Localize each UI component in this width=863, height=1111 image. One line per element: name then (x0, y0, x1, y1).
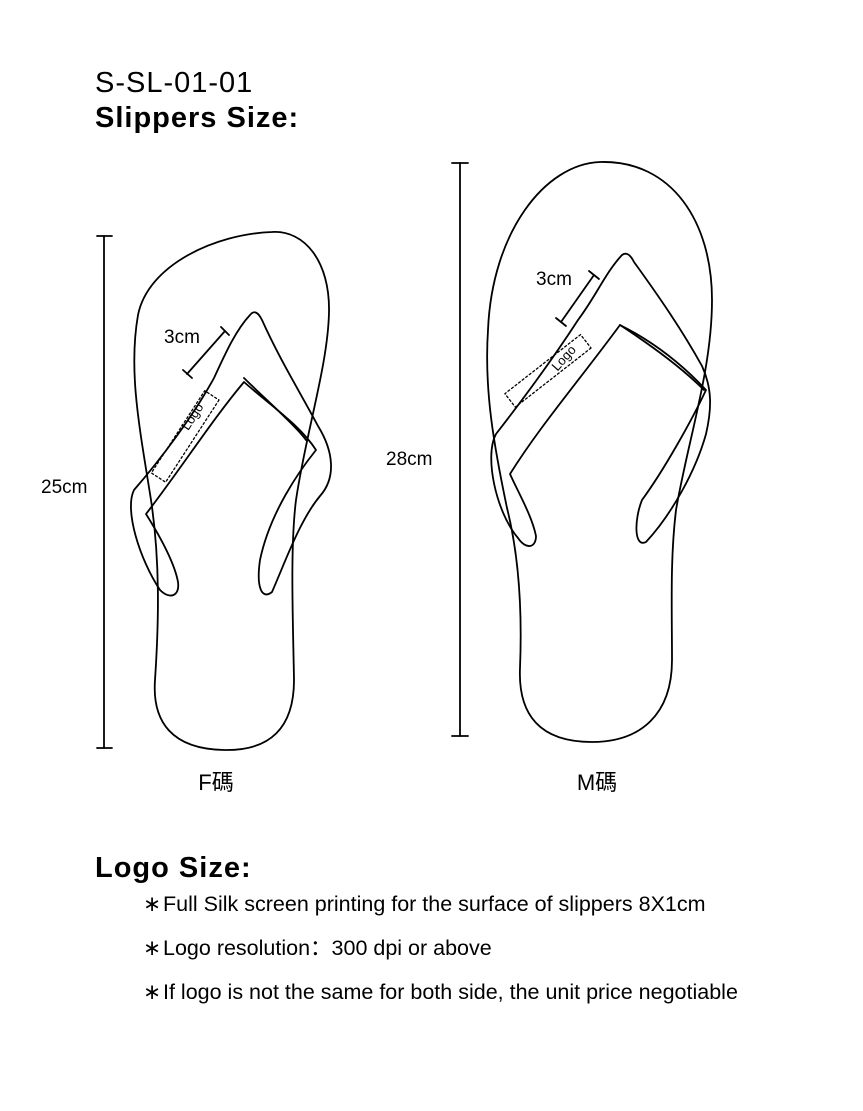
strap-outer-large (490, 252, 711, 547)
strap-dimension-small (182, 326, 230, 379)
length-label-small: 25cm (41, 477, 87, 498)
slippers-size-heading: Slippers Size: (95, 102, 300, 134)
bullet-text: Full Silk screen printing for the surfac… (163, 892, 706, 916)
bullet-marker: ∗ (143, 936, 162, 960)
bullet-text: If logo is not the same for both side, t… (163, 980, 738, 1004)
logo-box-large (504, 333, 592, 408)
size-label-large: M碼 (577, 770, 617, 795)
bullet-marker: ∗ (143, 980, 162, 1004)
list-item: ∗Logo resolution：300 dpi or above (143, 937, 738, 959)
strap-label-small: 3cm (164, 327, 200, 348)
strap-inner-large (619, 324, 705, 391)
length-label-large: 28cm (386, 449, 432, 470)
logo-requirements-list: ∗Full Silk screen printing for the surfa… (143, 893, 738, 1025)
product-code: S-SL-01-01 (95, 67, 254, 99)
logo-label-small: Logo (178, 400, 206, 432)
length-dimension-small (96, 235, 113, 749)
slipper-small (96, 231, 332, 751)
logo-label-large: Logo (548, 342, 578, 374)
list-item: ∗Full Silk screen printing for the surfa… (143, 893, 738, 915)
slipper-large (451, 161, 713, 743)
list-item: ∗If logo is not the same for both side, … (143, 981, 738, 1003)
sole-outline-small (133, 231, 330, 751)
strap-dimension-large (555, 270, 600, 327)
strap-inner-small (243, 377, 307, 441)
slippers-diagram: Logo 3cm 25cm F碼 Logo 3cm 28cm M碼 (41, 161, 713, 795)
logo-size-heading: Logo Size: (95, 852, 252, 884)
strap-label-large: 3cm (536, 269, 572, 290)
logo-box-small (150, 390, 220, 483)
strap-outer-small (130, 311, 332, 597)
length-dimension-large (451, 162, 469, 737)
sole-outline-large (486, 161, 713, 743)
bullet-marker: ∗ (143, 892, 162, 916)
size-label-small: F碼 (198, 770, 233, 795)
bullet-text: Logo resolution：300 dpi or above (163, 936, 492, 960)
